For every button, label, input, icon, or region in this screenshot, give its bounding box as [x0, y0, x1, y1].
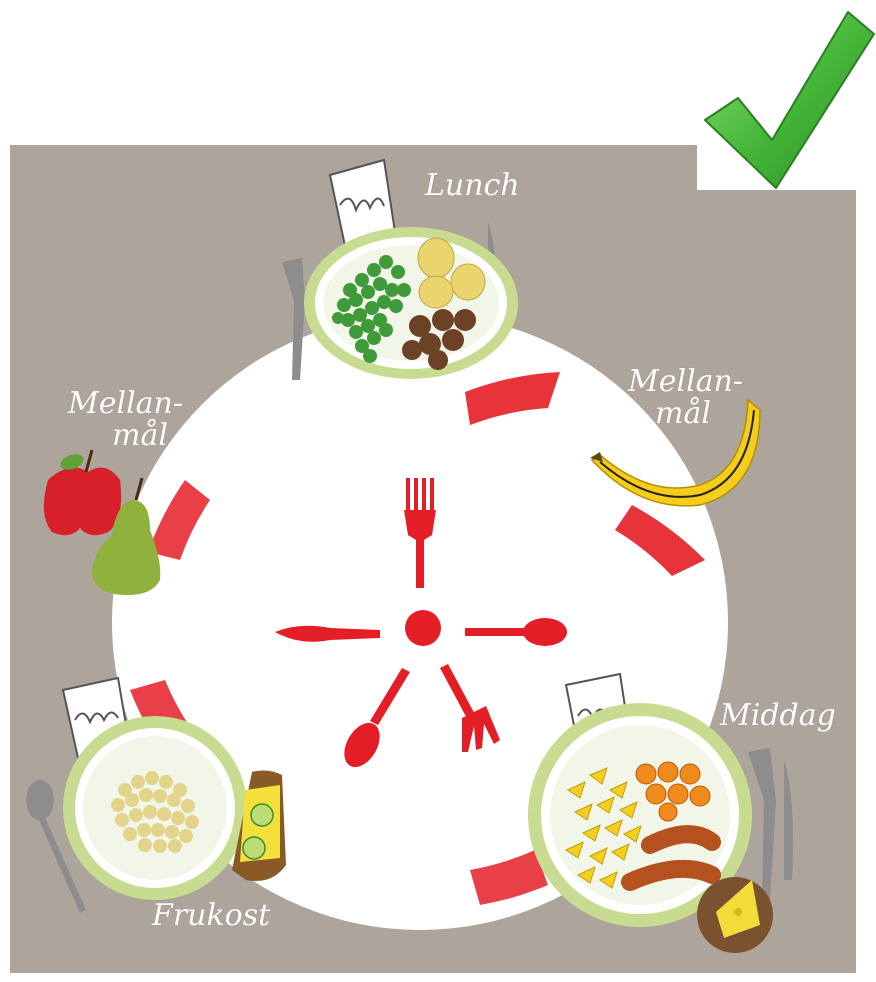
- label-snack-right-line2: mål: [655, 398, 711, 430]
- label-snack-right-line1: Mellan-: [628, 366, 743, 398]
- label-dinner: Middag: [720, 700, 836, 732]
- cheese-icon: [697, 877, 773, 953]
- label-snack-left-line1: Mellan-: [68, 388, 183, 420]
- label-snack-left-line2: mål: [112, 420, 168, 452]
- label-breakfast: Frukost: [152, 900, 270, 932]
- centre-dot: [405, 610, 441, 646]
- label-lunch: Lunch: [425, 170, 520, 202]
